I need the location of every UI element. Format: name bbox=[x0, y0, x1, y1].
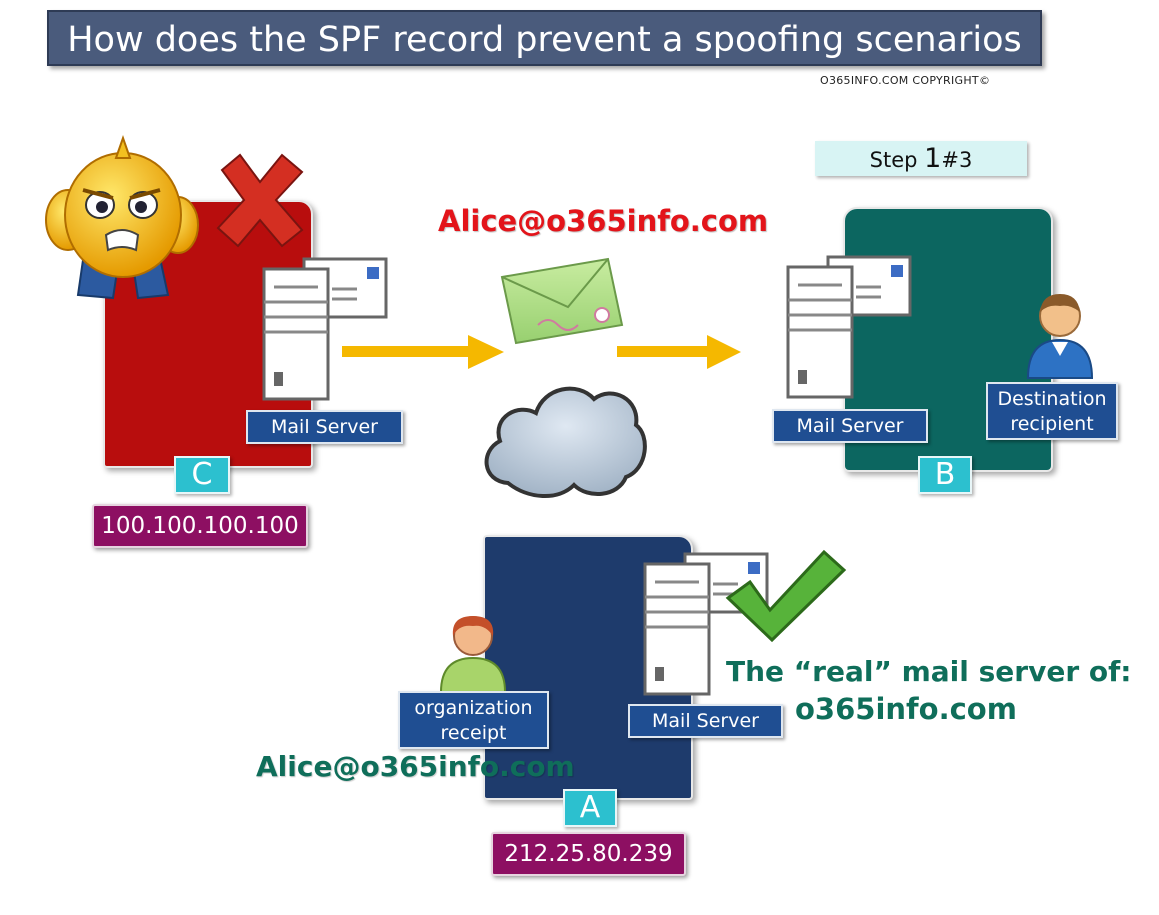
mail-server-icon bbox=[262, 257, 388, 401]
user-icon bbox=[439, 616, 507, 693]
envelope-icon bbox=[500, 257, 624, 345]
copyright-notice: O365INFO.COM COPYRIGHT© bbox=[820, 74, 991, 87]
destination-recipient-line1: Destination bbox=[997, 388, 1107, 410]
mail-server-label-c: Mail Server bbox=[246, 410, 403, 444]
step-prefix: Step bbox=[869, 148, 925, 172]
mail-server-icon bbox=[786, 255, 912, 399]
red-x-icon bbox=[216, 153, 304, 248]
user-icon bbox=[1026, 294, 1094, 379]
cloud-icon bbox=[484, 386, 647, 499]
organization-receipt-label: organization receipt bbox=[398, 691, 549, 749]
step-number: 1 bbox=[924, 143, 942, 174]
arrow-right-icon bbox=[617, 335, 741, 369]
step-badge: Step 1#3 bbox=[815, 141, 1027, 176]
monster-icon bbox=[45, 134, 199, 300]
mail-server-label-a: Mail Server bbox=[628, 704, 783, 738]
sender-email-top: Alice@o365info.com bbox=[438, 204, 769, 238]
arrow-right-icon bbox=[342, 335, 504, 369]
ip-address-c: 100.100.100.100 bbox=[92, 504, 308, 548]
step-suffix: #3 bbox=[941, 148, 973, 172]
node-letter-a: A bbox=[563, 789, 617, 827]
page-title: How does the SPF record prevent a spoofi… bbox=[47, 10, 1042, 66]
real-server-caption: The “real” mail server of: bbox=[726, 655, 1132, 688]
sender-email-bottom: Alice@o365info.com bbox=[256, 750, 575, 783]
destination-recipient-line2: recipient bbox=[1010, 413, 1094, 435]
destination-recipient-label: Destination recipient bbox=[986, 382, 1118, 440]
node-letter-b: B bbox=[918, 456, 972, 494]
mail-server-label-b: Mail Server bbox=[772, 409, 928, 443]
green-check-icon bbox=[725, 549, 847, 643]
organization-receipt-line1: organization bbox=[414, 697, 533, 719]
real-server-domain: o365info.com bbox=[795, 692, 1017, 726]
ip-address-a: 212.25.80.239 bbox=[491, 832, 686, 876]
organization-receipt-line2: receipt bbox=[440, 722, 507, 744]
node-letter-c: C bbox=[174, 456, 230, 494]
